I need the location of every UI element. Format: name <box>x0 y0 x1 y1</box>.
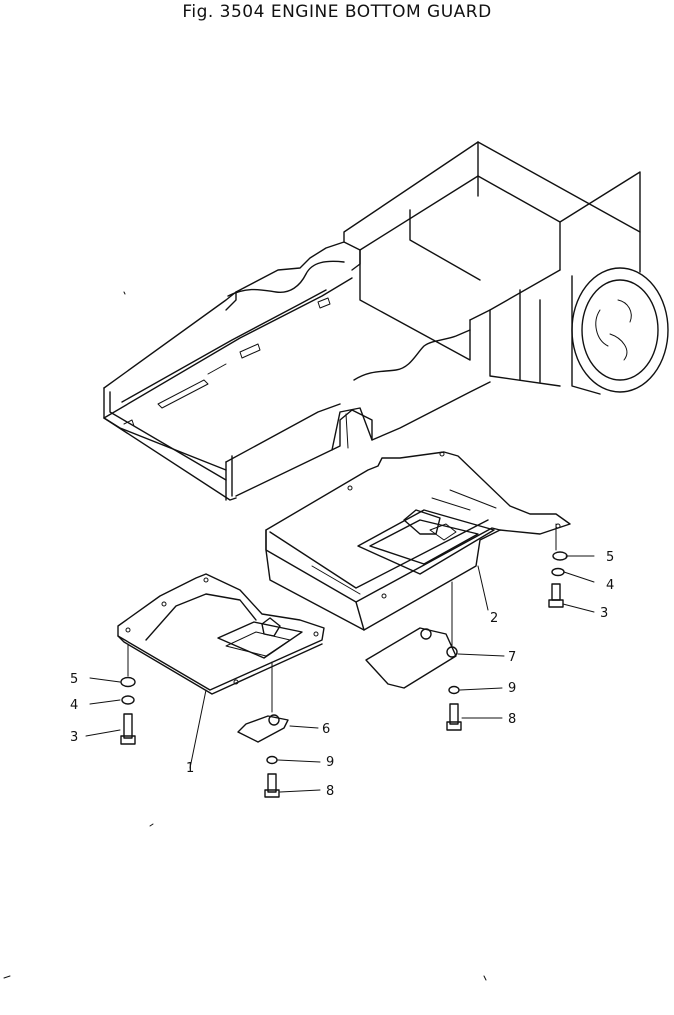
leader-lines <box>85 555 595 793</box>
main-frame <box>103 141 669 501</box>
callout-3-left: 3 <box>70 730 78 745</box>
callout-4-left: 4 <box>70 698 78 713</box>
callout-5-right: 5 <box>606 550 614 565</box>
callout-2: 2 <box>490 611 498 626</box>
callout-5-left: 5 <box>70 672 78 687</box>
hardware-right-stack <box>548 523 568 608</box>
callout-6: 6 <box>322 722 330 737</box>
part-7-cover-plate <box>365 627 458 689</box>
callout-4-right: 4 <box>606 578 614 593</box>
scan-marks <box>3 291 487 981</box>
hardware-right-lower-stack <box>446 581 462 731</box>
callout-1: 1 <box>186 761 194 776</box>
figure-title: Fig. 3504 ENGINE BOTTOM GUARD <box>182 2 492 22</box>
part-1-front-guard <box>117 573 325 695</box>
hardware-left-stack <box>120 643 136 745</box>
hardware-center-stack <box>264 661 280 798</box>
callout-7: 7 <box>508 650 516 665</box>
callout-3-right: 3 <box>600 606 608 621</box>
callout-9-right: 9 <box>508 681 516 696</box>
callout-8-lower: 8 <box>326 784 334 799</box>
part-6-cover-plate <box>237 714 289 743</box>
callout-8-right: 8 <box>508 712 516 727</box>
callout-labels: 2 5 4 3 7 9 8 5 4 3 6 9 8 1 <box>70 550 614 799</box>
callout-9-lower: 9 <box>326 755 334 770</box>
part-2-rear-guard <box>265 451 571 631</box>
